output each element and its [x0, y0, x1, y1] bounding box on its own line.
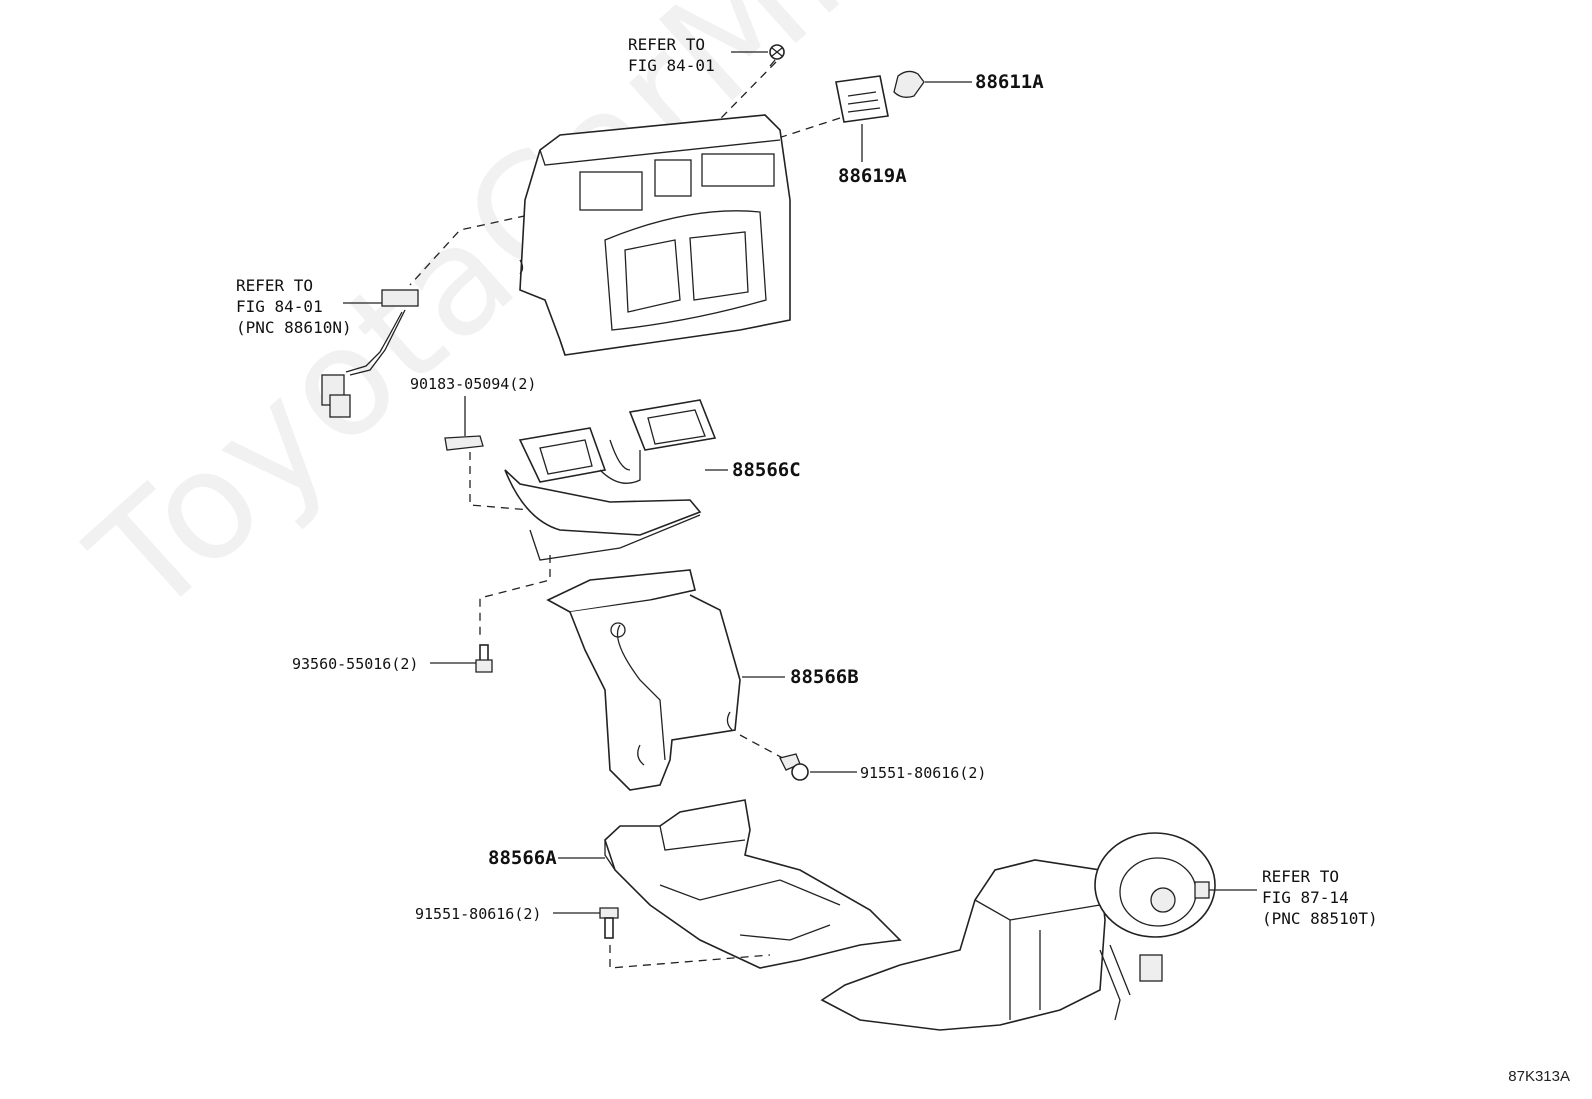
ref-right-line3: (PNC 88510T) — [1262, 909, 1378, 928]
part-label-91551-upper[interactable]: 91551-80616(2) — [860, 764, 987, 782]
ref-right-line1: REFER TO — [1262, 867, 1340, 886]
ref-right-line2: FIG 87-14 — [1262, 888, 1349, 907]
blower-unit-88510t — [820, 832, 1257, 1031]
ref-left-line3: (PNC 88610N) — [236, 318, 352, 337]
center-cluster-panel — [519, 114, 791, 356]
bolt-91551-upper-icon — [779, 753, 857, 781]
figure-code: 87K313A — [1508, 1068, 1570, 1085]
harness-88610n-icon — [321, 289, 419, 418]
bolt-93560-icon — [430, 644, 493, 673]
bolt-91551-lower-icon — [553, 907, 619, 939]
part-label-90183[interactable]: 90183-05094(2) — [410, 375, 537, 393]
duct-88566c — [504, 399, 728, 561]
clip-88611a-icon — [893, 70, 972, 98]
part-label-88611a[interactable]: 88611A — [975, 71, 1044, 93]
clip-90183-icon — [444, 396, 531, 511]
part-label-91551-lower[interactable]: 91551-80616(2) — [415, 905, 542, 923]
part-label-88566b[interactable]: 88566B — [790, 666, 859, 688]
part-label-88566a[interactable]: 88566A — [488, 847, 557, 869]
ref-top-line1: REFER TO — [628, 35, 706, 54]
panel-88619a-icon — [835, 75, 889, 162]
part-label-88566c[interactable]: 88566C — [732, 459, 801, 481]
part-label-88619a[interactable]: 88619A — [838, 165, 907, 187]
ref-left-line2: FIG 84-01 — [236, 297, 323, 316]
ref-top-line2: FIG 84-01 — [628, 56, 715, 75]
duct-88566b — [546, 569, 785, 791]
top-screw-icon — [731, 44, 785, 67]
part-label-93560[interactable]: 93560-55016(2) — [292, 655, 419, 673]
ref-left-line1: REFER TO — [236, 276, 314, 295]
duct-88566a — [558, 799, 902, 969]
